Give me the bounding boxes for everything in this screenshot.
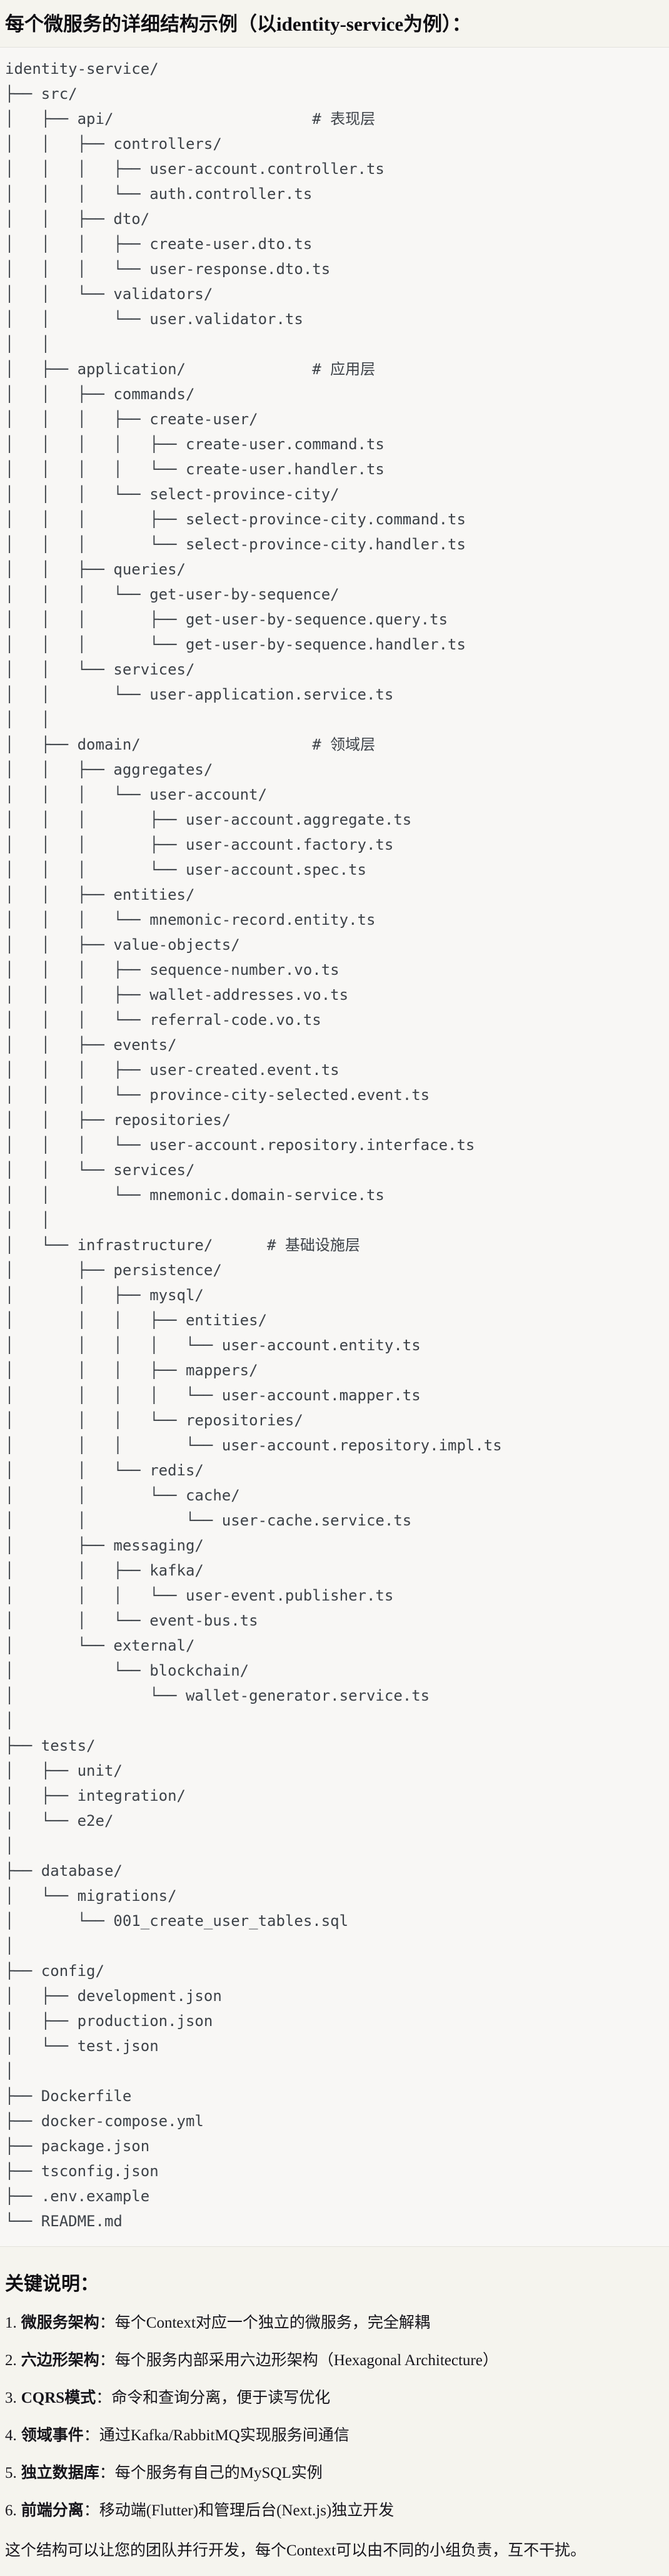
note-text: ：命令和查询分离，便于读写优化 (96, 2389, 331, 2406)
note-number: 5. (5, 2464, 17, 2482)
note-number: 3. (5, 2389, 17, 2406)
directory-tree-code-block: identity-service/ ├── src/ │ ├── api/ # … (0, 46, 669, 2247)
note-text: ：移动端(Flutter)和管理后台(Next.js)独立开发 (83, 2502, 395, 2519)
note-term: 独立数据库 (21, 2464, 99, 2482)
note-item: 6.前端分离：移动端(Flutter)和管理后台(Next.js)独立开发 (5, 2501, 664, 2521)
note-text: ：通过Kafka/RabbitMQ实现服务间通信 (83, 2426, 350, 2444)
note-text: ：每个服务内部采用六边形架构（Hexagonal Architecture） (99, 2351, 498, 2369)
note-item: 5.独立数据库：每个服务有自己的MySQL实例 (5, 2463, 664, 2483)
note-item: 3.CQRS模式：命令和查询分离，便于读写优化 (5, 2388, 664, 2408)
note-number: 6. (5, 2502, 17, 2519)
notes-heading: 关键说明： (5, 2273, 99, 2294)
note-term: 微服务架构 (21, 2314, 99, 2331)
note-term: 领域事件 (21, 2426, 84, 2444)
note-number: 1. (5, 2314, 17, 2331)
closing-paragraph: 这个结构可以让您的团队并行开发，每个Context可以由不同的小组负责，互不干扰… (5, 2542, 586, 2559)
notes-list: 1.微服务架构：每个Context对应一个独立的微服务，完全解耦 2.六边形架构… (0, 2313, 669, 2521)
note-term: 六边形架构 (21, 2351, 99, 2369)
note-text: ：每个服务有自己的MySQL实例 (99, 2464, 323, 2482)
page-title: 每个微服务的详细结构示例（以identity-service为例）： (5, 13, 471, 35)
note-item: 1.微服务架构：每个Context对应一个独立的微服务，完全解耦 (5, 2313, 664, 2333)
note-number: 2. (5, 2351, 17, 2369)
note-item: 4.领域事件：通过Kafka/RabbitMQ实现服务间通信 (5, 2426, 664, 2446)
note-number: 4. (5, 2426, 17, 2444)
note-term: CQRS模式 (21, 2389, 96, 2406)
note-item: 2.六边形架构：每个服务内部采用六边形架构（Hexagonal Architec… (5, 2351, 664, 2371)
note-text: ：每个Context对应一个独立的微服务，完全解耦 (99, 2314, 430, 2331)
note-term: 前端分离 (21, 2502, 84, 2519)
